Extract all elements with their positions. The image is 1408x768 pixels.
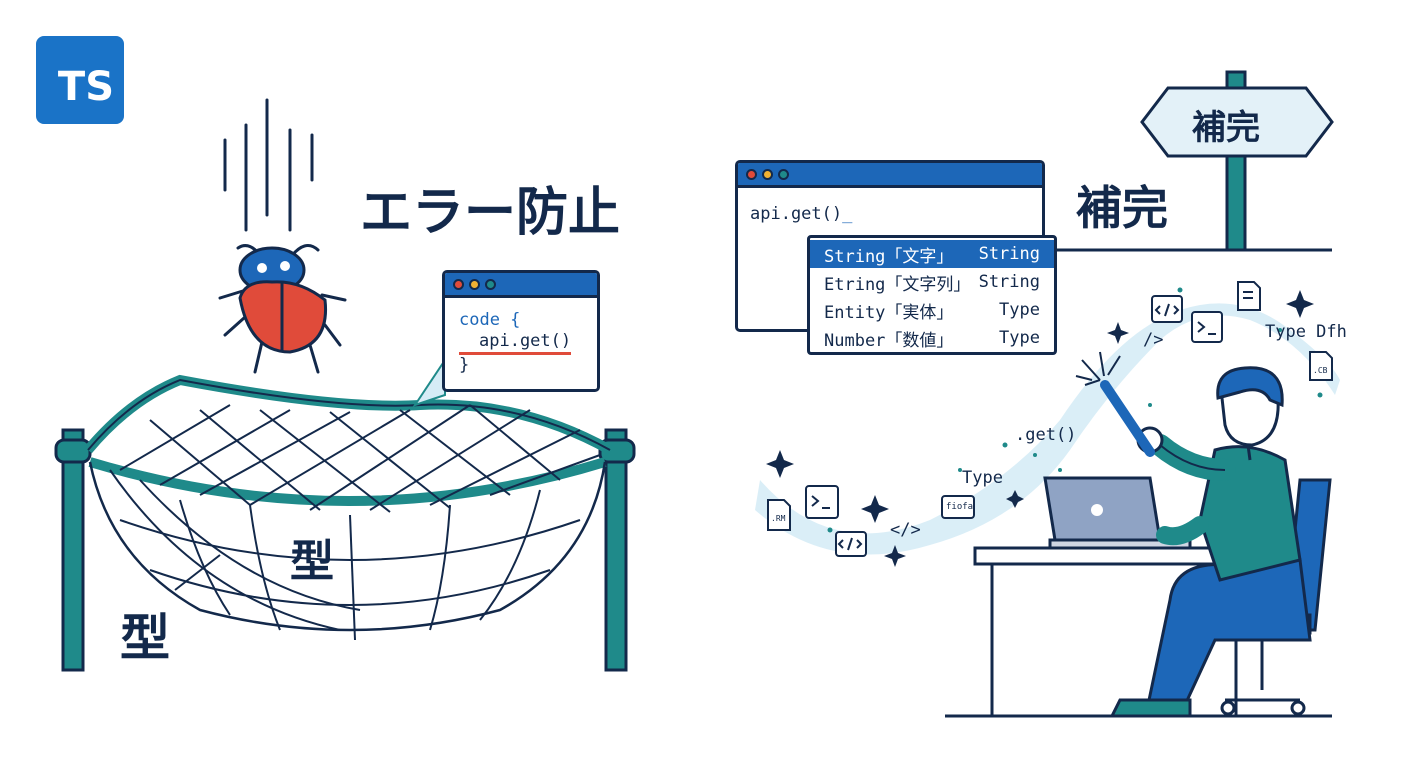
heading-completion: 補完 bbox=[1076, 181, 1168, 235]
flow-label-type: Type bbox=[962, 468, 1003, 488]
net-label-type: 型 bbox=[290, 536, 334, 587]
wand-icon bbox=[1075, 351, 1155, 457]
window-titlebar bbox=[445, 273, 597, 298]
code-line: } bbox=[459, 355, 470, 375]
flow-label-tag: </> bbox=[890, 520, 921, 540]
editor-code-line: api.get() bbox=[750, 204, 843, 224]
bug-icon bbox=[218, 244, 347, 374]
autocomplete-popup: String「文字」String Etring「文字列」String Entit… bbox=[807, 235, 1057, 355]
sparkle-icons bbox=[766, 290, 1314, 567]
safety-net bbox=[54, 374, 636, 672]
callout-tail bbox=[412, 356, 446, 407]
autocomplete-item[interactable]: String「文字」String bbox=[810, 240, 1054, 268]
maximize-dot-icon bbox=[778, 168, 789, 180]
person bbox=[1109, 366, 1312, 718]
minimize-dot-icon bbox=[762, 168, 773, 180]
code-line-error: api.get() bbox=[459, 331, 572, 355]
minimize-dot-icon bbox=[469, 278, 480, 290]
flow-label-fiofa: fiofa bbox=[946, 502, 974, 512]
label-type: 型 bbox=[120, 609, 170, 667]
flow-label-slash: /> bbox=[1143, 330, 1164, 350]
heading-error-prevention: エラー防止 bbox=[360, 183, 621, 243]
typescript-logo: TS bbox=[36, 36, 124, 124]
maximize-dot-icon bbox=[485, 278, 496, 290]
signpost-label: 補完 bbox=[1192, 108, 1260, 148]
flow-label-get: .get() bbox=[1015, 425, 1077, 445]
autocomplete-item[interactable]: Entity「実体」Type bbox=[824, 300, 1040, 323]
close-dot-icon bbox=[453, 278, 464, 290]
fall-lines bbox=[223, 98, 314, 232]
flow-label-rm: .RM bbox=[771, 514, 786, 523]
flow-label-cb: .CB bbox=[1313, 366, 1328, 375]
window-titlebar bbox=[738, 163, 1042, 188]
code-line: code { bbox=[459, 310, 521, 330]
autocomplete-item[interactable]: Number「数値」Type bbox=[824, 328, 1040, 351]
code-window: code { api.get() } bbox=[442, 270, 600, 392]
flow-ribbon bbox=[755, 303, 1340, 555]
signpost bbox=[1045, 70, 1334, 252]
close-dot-icon bbox=[746, 168, 757, 180]
flow-label-type-dfh: Type Dfh bbox=[1265, 322, 1347, 342]
autocomplete-item[interactable]: Etring「文字列」String bbox=[824, 272, 1040, 295]
